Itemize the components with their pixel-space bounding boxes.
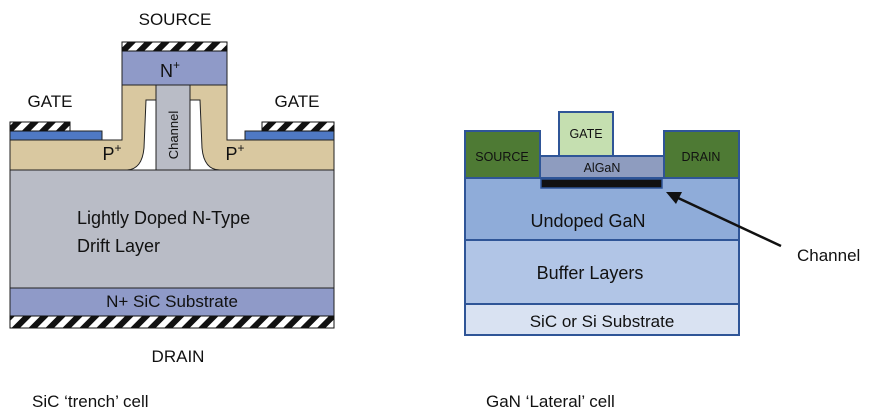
gan-source-contact [464,130,541,179]
sic-substrate [9,287,335,317]
gan-substrate-label: SiC or Si Substrate [530,312,675,331]
gan-channel-arrow [675,195,782,248]
gan-undoped-label: Undoped GaN [530,211,645,231]
sic-caption: SiC ‘trench’ cell [32,392,149,411]
gan-drain-contact [663,130,740,179]
gan-buffer-layer [464,239,740,305]
sic-drift-label-line2: Drift Layer [77,236,160,256]
sic-drain-metal [9,315,335,329]
gan-caption: GaN ‘Lateral’ cell [486,392,615,411]
sic-drain-label: DRAIN [152,347,205,366]
gan-lateral-cell: SOURCE DRAIN GATE AlGaN Undoped GaN Buff… [464,111,860,336]
gan-buffer-label: Buffer Layers [537,263,644,283]
sic-p-plus-region [9,83,335,171]
sic-p-plus-left-label: P+ [102,141,121,164]
gan-drain-label: DRAIN [682,150,721,164]
gan-gate-contact [558,111,614,157]
sic-source-metal [121,41,228,52]
sic-source-label: SOURCE [139,10,212,29]
sic-n-plus-source [121,50,228,86]
gan-source-label: SOURCE [475,150,528,164]
sic-trench-cell: SOURCE GATE GATE N+ P+ P+ Channel Lightl… [9,10,335,366]
gan-channel-bar [540,178,663,189]
sic-gate-right-oxide [244,130,335,141]
gan-algan-label: AlGaN [584,161,621,175]
sic-gate-right-label: GATE [274,92,319,111]
sic-gate-left-label: GATE [27,92,72,111]
sic-gate-left-metal [9,121,71,132]
sic-gate-left-oxide [9,130,103,141]
sic-p-plus-right-label: P+ [225,141,244,164]
sic-substrate-label: N+ SiC Substrate [106,292,238,311]
sic-channel-label: Channel [166,111,181,160]
sic-n-plus-label: N+ [160,58,180,81]
sic-drift-layer [9,169,335,289]
gan-substrate-layer [464,303,740,336]
gan-channel-label: Channel [797,246,860,265]
gan-channel-arrowhead [666,192,682,204]
sic-drift-label-line1: Lightly Doped N-Type [77,208,250,228]
gan-gate-label: GATE [569,127,602,141]
sic-gate-right-metal [261,121,335,132]
